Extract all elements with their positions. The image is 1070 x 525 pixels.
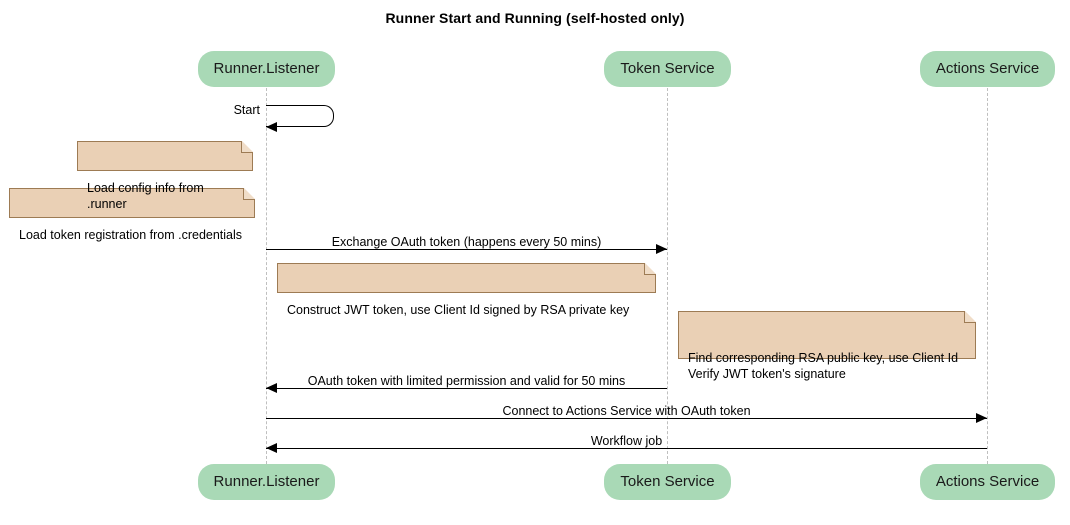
participant-actions-top[interactable]: Actions Service [920,51,1055,87]
self-message-start-label: Start [233,103,260,117]
participant-label: Runner.Listener [213,473,320,490]
message-connect-actions-line [266,418,987,419]
note-load-token-registration: Load token registration from .credential… [9,187,255,242]
message-workflow-job-line [266,448,987,449]
participant-token-bottom[interactable]: Token Service [604,464,731,500]
note-text: Load config info from .runner [87,181,204,211]
self-message-start-arrowhead [266,122,277,132]
note-fold-icon [241,140,253,153]
participant-runner-top[interactable]: Runner.Listener [198,51,335,87]
note-verify-jwt-signature: Find corresponding RSA public key, use C… [678,310,976,381]
participant-label: Token Service [620,60,715,77]
message-connect-actions-arrowhead [976,413,987,423]
message-workflow-job-arrowhead [266,443,277,453]
message-workflow-job-label: Workflow job [590,434,663,448]
participant-runner-bottom[interactable]: Runner.Listener [198,464,335,500]
message-oauth-token-line [266,388,667,389]
note-construct-jwt: Construct JWT token, use Client Id signe… [277,262,656,317]
note-fold-icon [243,187,255,200]
participant-label: Actions Service [935,473,1040,490]
lifeline-token [667,88,668,464]
lifeline-actions [987,88,988,464]
participant-label: Token Service [620,473,715,490]
message-exchange-oauth-line [266,249,667,250]
note-load-config: Load config info from .runner [77,140,253,211]
message-oauth-token-arrowhead [266,383,277,393]
message-exchange-oauth-label: Exchange OAuth token (happens every 50 m… [331,235,602,249]
participant-label: Runner.Listener [213,60,320,77]
participant-actions-bottom[interactable]: Actions Service [920,464,1055,500]
page-title: Runner Start and Running (self-hosted on… [385,10,685,26]
note-text: Load token registration from .credential… [19,228,243,242]
message-oauth-token-label: OAuth token with limited permission and … [307,374,626,388]
note-text: Find corresponding RSA public key, use C… [688,351,959,381]
lifeline-runner [266,88,267,464]
note-fold-icon [644,262,656,275]
message-exchange-oauth-arrowhead [656,244,667,254]
self-message-start-loop [266,105,334,127]
note-text: Construct JWT token, use Client Id signe… [287,303,630,317]
note-fold-icon [964,310,976,323]
message-connect-actions-label: Connect to Actions Service with OAuth to… [502,404,751,418]
participant-label: Actions Service [935,60,1040,77]
participant-token-top[interactable]: Token Service [604,51,731,87]
